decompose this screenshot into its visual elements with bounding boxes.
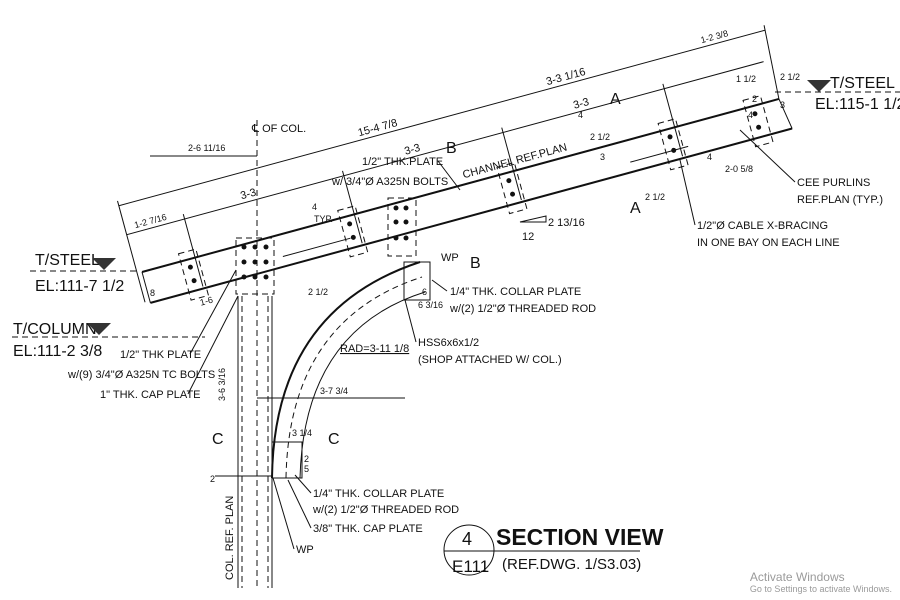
note-cable-bay: IN ONE BAY ON EACH LINE [697, 237, 840, 249]
note-collar-plate: 1/4" THK. COLLAR PLATE [450, 286, 581, 298]
dim-3: 3 [600, 152, 605, 162]
hss-outer-arc [271, 261, 421, 479]
dim-3-1-4: 3 1/4 [292, 428, 312, 438]
sheet-number: E111 [452, 557, 489, 576]
dim-5: 5 [304, 464, 309, 474]
section-title: SECTION VIEW [496, 524, 664, 550]
section-mark-b-top: B [446, 140, 457, 157]
dim-2-half-d: 2 1/2 [780, 72, 800, 82]
section-mark-c-left: C [212, 431, 224, 448]
dim-left-offset: 2-6 11/16 [188, 143, 225, 153]
svg-text:EL:115-1 1/2: EL:115-1 1/2 [815, 96, 900, 113]
channel-bottom-flange [150, 127, 793, 304]
channel-beam: 15-4 7/8 1-2 7/16 3-3 3-3 3-3 1/16 3-3 1… [117, 25, 793, 308]
dim-1-6: 1-6 [199, 295, 214, 308]
note-cee-purlins: CEE PURLINS [797, 177, 870, 189]
hss-inner-arc [299, 291, 426, 479]
radius-dim: RAD=3-11 1/8 [340, 343, 409, 355]
dim-4-b: 4 [748, 110, 753, 120]
dim-right-end: 1-2 3/8 [700, 28, 730, 45]
note-wp: WP [441, 252, 459, 264]
dim-2-half-b: 2 1/2 [590, 132, 610, 142]
dim-4: 4 [312, 202, 317, 212]
section-mark-b-bottom: B [470, 255, 481, 272]
elevation-tcolumn: T/COLUMN EL:111-2 3/8 [12, 321, 205, 360]
dim-6-3-16: 6 3/16 [418, 300, 443, 310]
dim-2-c: 2 [210, 474, 215, 484]
dim-span-b: 3-3 [403, 142, 421, 158]
svg-text:T/STEEL: T/STEEL [35, 252, 100, 269]
collar-plate-top [403, 261, 431, 301]
dim-3-right: 3 [780, 100, 785, 110]
section-subtitle: (REF.DWG. 1/S3.03) [502, 556, 641, 573]
bolt-group [241, 244, 269, 280]
activate-windows-watermark: Activate Windows Go to Settings to activ… [750, 570, 892, 594]
dim-3-7-3-4: 3-7 3/4 [320, 386, 348, 396]
svg-text:EL:111-2 3/8: EL:111-2 3/8 [13, 343, 102, 360]
section-mark-a-bottom: A [630, 200, 641, 217]
note-hss-shop: (SHOP ATTACHED W/ COL.) [418, 354, 562, 366]
note-threaded-rod: w/(2) 1/2"Ø THREADED ROD [449, 303, 596, 315]
note-collar-plate-2: 1/4" THK. COLLAR PLATE [313, 488, 444, 500]
svg-text:T/COLUMN: T/COLUMN [13, 321, 97, 338]
dim-6: 6 [422, 287, 427, 297]
dim-line-overall [118, 29, 766, 207]
dim-2-0-5-8: 2-0 5/8 [725, 164, 753, 174]
note-cap-plate-2: 3/8" THK. CAP PLATE [313, 523, 423, 535]
section-mark-a-top: A [610, 91, 621, 108]
elevation-tsteel-left: T/STEEL EL:111-7 1/2 [30, 252, 140, 295]
slope-run: 12 [522, 231, 534, 243]
title-block: 4 E111 SECTION VIEW (REF.DWG. 1/S3.03) [443, 524, 664, 576]
dim-2-half: 2 1/2 [308, 287, 328, 297]
dim-left-end: 1-2 7/16 [133, 212, 167, 230]
note-threaded-rod-2: w/(2) 1/2"Ø THREADED ROD [312, 504, 459, 516]
note-cap-plate: 1" THK. CAP PLATE [100, 389, 201, 401]
note-thk-plate-2: 1/2" THK PLATE [120, 349, 201, 361]
elevation-tsteel-right: T/STEEL EL:115-1 1/2 [775, 75, 900, 113]
note-cee-ref: REF.PLAN (TYP.) [797, 194, 883, 206]
slope-rise: 2 13/16 [548, 217, 585, 229]
dim-2-b: 2 [304, 454, 309, 464]
dim-2: 2 [752, 94, 757, 104]
detail-number: 4 [462, 529, 472, 549]
svg-text:T/STEEL: T/STEEL [830, 75, 895, 92]
section-mark-c-right: C [328, 431, 340, 448]
connection-plate [235, 237, 275, 295]
note-thk-plate: 1/2" THK.PLATE [362, 156, 443, 168]
dim-8: 8 [150, 288, 155, 298]
note-hss: HSS6x6x1/2 [418, 337, 479, 349]
note-bolts: w/ 3/4"Ø A325N BOLTS [331, 176, 448, 188]
dim-span-a: 3-3 [239, 187, 257, 203]
watermark-line2: Go to Settings to activate Windows. [749, 584, 892, 594]
svg-text:EL:111-7 1/2: EL:111-7 1/2 [35, 278, 124, 295]
dim-3-6-3-16: 3-6 3/16 [217, 368, 227, 401]
note-cable-bracing: 1/2"Ø CABLE X-BRACING [697, 220, 828, 232]
watermark-line1: Activate Windows [749, 570, 845, 584]
note-wp-2: WP [296, 544, 314, 556]
dim-span-d: 3-3 [572, 96, 590, 112]
centerline-label: ℄ OF COL. [251, 123, 306, 135]
dim-4-typ: 4 [578, 110, 583, 120]
cable-bracing [282, 237, 351, 258]
channel-top-flange [141, 97, 780, 273]
collar-plate-bottom [271, 441, 303, 479]
note-tc-bolts: w/(9) 3/4"Ø A325N TC BOLTS [67, 369, 215, 381]
dim-typ: TYP. [314, 214, 333, 224]
dim-4-c: 4 [707, 152, 712, 162]
dim-1-half: 1 1/2 [736, 74, 756, 84]
dim-line-spans [126, 61, 764, 236]
note-col-ref-plan: COL. REF. PLAN [224, 496, 236, 580]
dim-2-half-c: 2 1/2 [645, 192, 665, 202]
